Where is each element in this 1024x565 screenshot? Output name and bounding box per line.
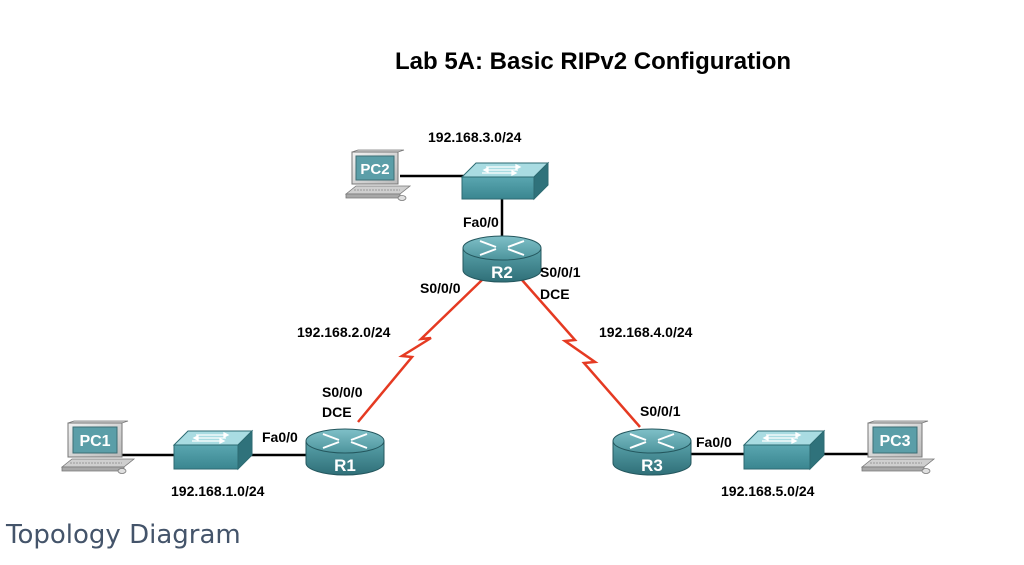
interface-label-r3-s0-0-1: S0/0/1: [640, 403, 681, 419]
pc-label: PC2: [360, 161, 389, 178]
router-arrows-icon: [629, 433, 675, 449]
switch-2: [460, 161, 550, 201]
serial-link-r2-r3: [521, 279, 641, 428]
router-arrows-icon: [322, 433, 368, 449]
diagram-title: Lab 5A: Basic RIPv2 Configuration: [395, 48, 792, 75]
pc-3: PC3: [860, 420, 936, 474]
network-label-192-168-2: 192.168.2.0/24: [297, 324, 391, 340]
pc-2: PC2: [344, 149, 412, 201]
network-label-192-168-3: 192.168.3.0/24: [428, 129, 522, 145]
pc-label: PC1: [79, 433, 110, 450]
pc-1: PC1: [60, 420, 136, 474]
serial-links: [357, 279, 641, 428]
switch-3: [742, 429, 826, 471]
diagram-caption: Topology Diagram: [6, 520, 241, 550]
router-arrows-icon: [479, 240, 525, 256]
router-label: R3: [641, 456, 663, 475]
network-label-192-168-5: 192.168.5.0/24: [721, 483, 815, 499]
router-r3: R3: [612, 428, 692, 476]
network-label-192-168-1: 192.168.1.0/24: [171, 483, 265, 499]
interface-label-r1-s0-0-0: S0/0/0: [322, 384, 363, 400]
pc-label: PC3: [879, 433, 910, 450]
router-label: R2: [491, 263, 513, 282]
serial-link-r1-r2: [357, 279, 483, 423]
router-label: R1: [334, 456, 356, 475]
interface-label-r2-fa0-0: Fa0/0: [463, 214, 499, 230]
interface-label-r2-s0-0-0: S0/0/0: [420, 280, 461, 296]
network-label-192-168-4: 192.168.4.0/24: [599, 324, 693, 340]
router-r2: R2: [462, 235, 542, 283]
interface-label-r1-dce: DCE: [322, 404, 352, 420]
interface-label-r2-dce: DCE: [540, 286, 570, 302]
interface-label-r3-fa0-0: Fa0/0: [696, 434, 732, 450]
interface-label-r2-s0-0-1: S0/0/1: [540, 264, 581, 280]
ethernet-links: [112, 174, 868, 457]
interface-label-r1-fa0-0: Fa0/0: [262, 429, 298, 445]
switch-1: [172, 429, 254, 471]
router-r1: R1: [305, 428, 385, 476]
